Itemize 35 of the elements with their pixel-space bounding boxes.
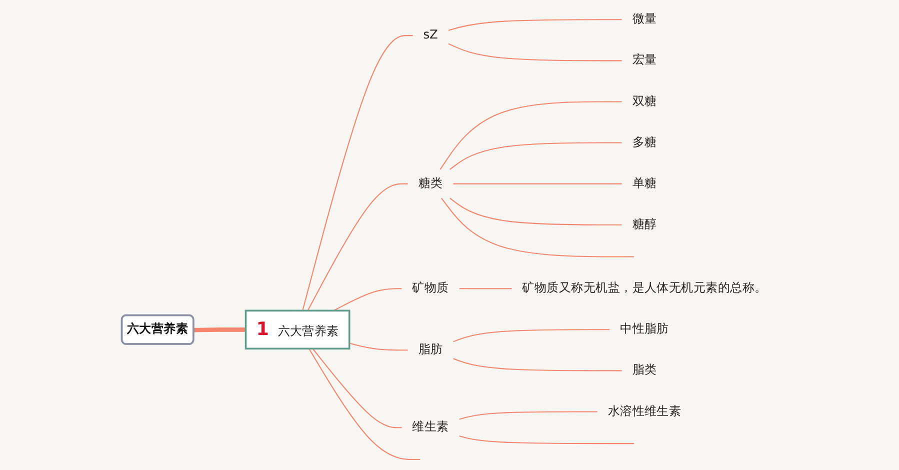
connector [453,183,622,184]
node-text: sZ [423,28,438,42]
node-text: 脂类 [632,363,657,378]
node-text: 多糖 [632,135,657,150]
connector [450,142,622,170]
connector [308,348,420,460]
node-text: 矿物质又称无机盐，是人体无机元素的总称。 [522,281,767,296]
node-text: 微量 [632,12,657,26]
node-text: 脂肪 [418,342,443,357]
node-text: 中性脂肪 [620,322,669,336]
node-text: 维生素 [412,420,449,434]
node-text: 双糖 [632,94,657,108]
connector [459,436,634,444]
node-text: 水溶性维生素 [608,404,682,418]
node-text: 糖醇 [632,217,657,232]
connector [448,43,622,62]
node-text: 糖类 [418,176,443,190]
connector [453,358,622,372]
connector [307,183,408,311]
connector [459,411,598,420]
node-box: 1 六大营养素 [244,310,350,350]
node-text: 矿物质 [412,281,449,296]
connector [302,35,413,311]
node-text: 单糖 [632,176,657,190]
connector [312,348,402,428]
connector [441,198,634,258]
connector [349,342,408,351]
connector [450,198,622,226]
connector [194,327,246,332]
connector [453,329,610,342]
node-text: 宏量 [632,53,657,68]
connector [440,101,622,170]
connector [459,288,512,290]
connector [333,288,402,312]
connector [448,19,622,31]
